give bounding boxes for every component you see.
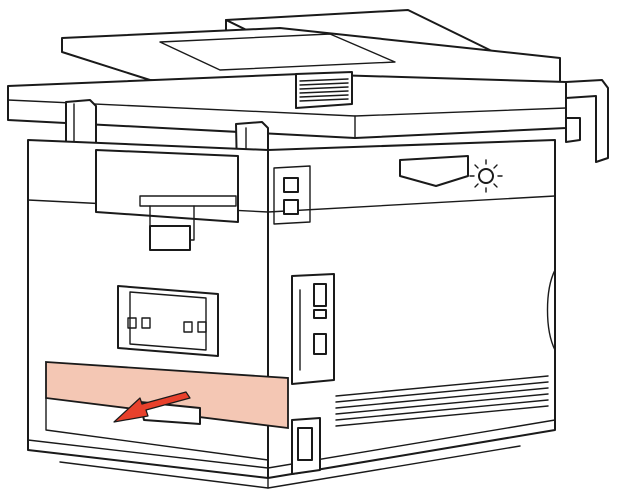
vent-slats [335, 375, 549, 427]
output-tray [95, 149, 239, 251]
scanner-body [7, 71, 609, 163]
duplex-cover-highlight [45, 361, 289, 461]
pull-arrow-icon [113, 391, 191, 423]
rear-latch [291, 417, 321, 475]
vent-grille [295, 71, 353, 109]
light-burst-icon [399, 155, 503, 193]
interface-ports [291, 273, 335, 385]
side-buttons [273, 165, 311, 225]
power-socket-icon [127, 317, 207, 333]
rear-panel [117, 285, 219, 357]
